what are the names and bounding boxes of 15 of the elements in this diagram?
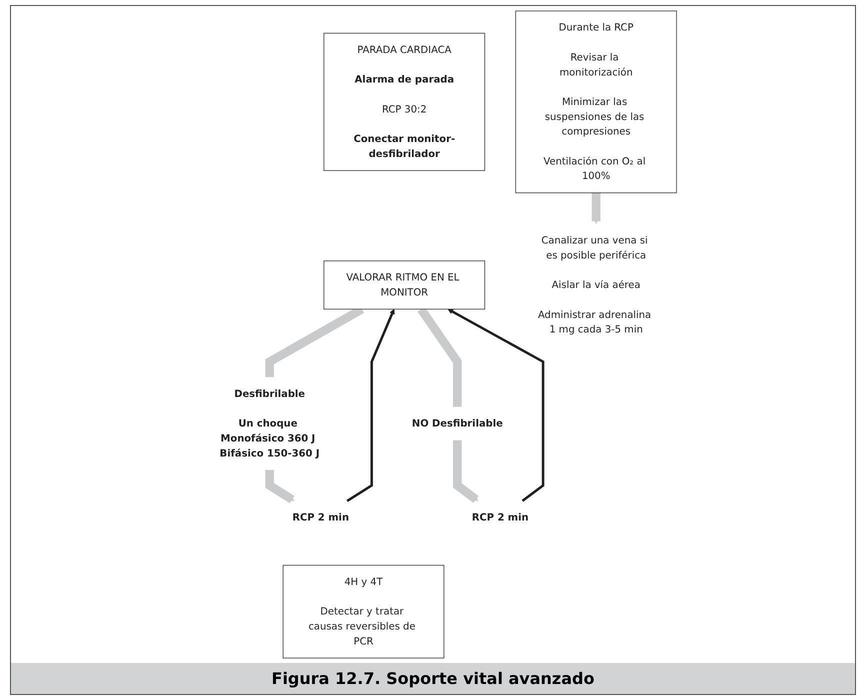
figure-caption: Figura 12.7. Soporte vital avanzado xyxy=(11,663,855,694)
node-text: RCP 2 min xyxy=(472,511,529,524)
node-text: Desfibrilable Un choque Monofásico 360 J Bifásico 150-360 J xyxy=(220,388,320,459)
node-box: VALORAR RITMO EN EL MONITOR xyxy=(324,260,486,310)
node-text: NO Desfibrilable xyxy=(412,417,503,430)
node-text: RCP 2 min xyxy=(292,511,350,524)
node-box: PARADA CARDIACA Alarma de parada RCP 30:2 Conectar monitor-desfibrilador xyxy=(324,32,486,171)
node-text: Canalizar una vena si es posible periférica Aislar la vía aérea Administrar adrenalina 1 mg cada 3-5 min xyxy=(538,234,652,336)
arrow xyxy=(453,440,479,503)
node-box: 4H y 4T Detectar y tratar causas reversibles de PCR xyxy=(282,564,444,658)
arrow xyxy=(448,308,544,502)
arrow xyxy=(346,308,395,502)
node-box: Durante la RCP Revisar la monitorización Minimizar las suspensiones de las compresiones Ventilación con O₂ al 100% xyxy=(516,10,677,194)
arrow xyxy=(265,470,295,504)
arrow xyxy=(592,192,601,224)
